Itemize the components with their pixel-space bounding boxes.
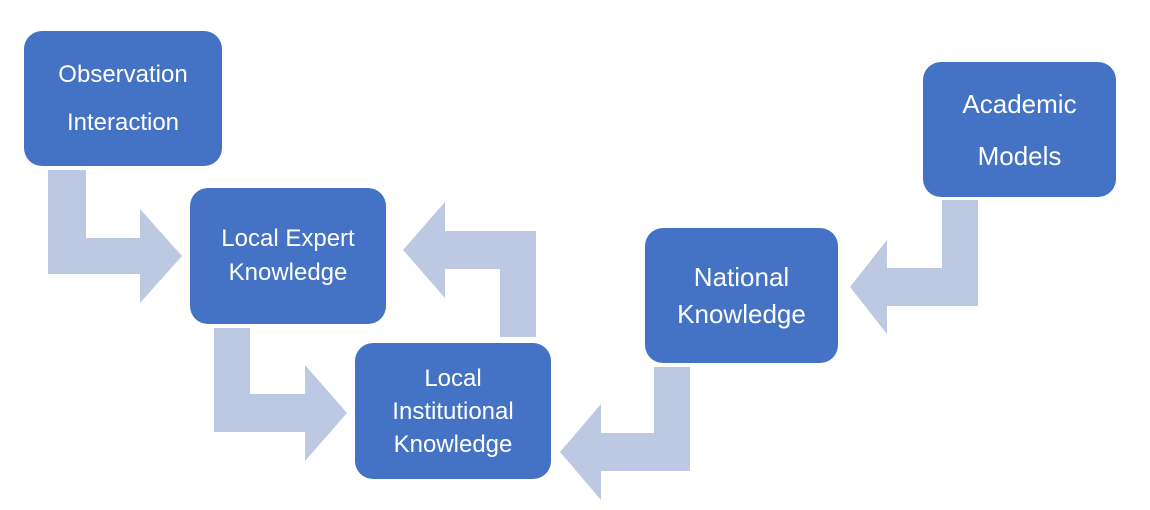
node-observation-interaction: Observation Interaction [24, 31, 222, 166]
node-local-institutional-knowledge: Local Institutional Knowledge [355, 343, 551, 479]
node-label-line: Models [977, 140, 1062, 171]
node-label-line: Interaction [66, 108, 180, 136]
node-local-expert-knowledge: Local Expert Knowledge [190, 188, 386, 324]
arrow-institutional-to-local-expert [403, 202, 536, 337]
node-label-line: Knowledge [228, 259, 348, 286]
node-label-line: Academic [962, 88, 1077, 119]
node-label-line: Institutional [392, 397, 514, 425]
node-label-line: Observation [58, 60, 188, 88]
node-label-line: Knowledge [393, 430, 513, 458]
arrow-local-expert-to-institutional [214, 328, 347, 461]
node-label-line: National [693, 261, 790, 292]
node-national-knowledge: National Knowledge [645, 228, 838, 363]
arrow-national-to-institutional [560, 367, 690, 500]
node-label-line: Local Expert [221, 225, 355, 252]
node-label-line: Knowledge [677, 298, 806, 329]
node-label-line: Local [424, 364, 482, 392]
node-academic-models: Academic Models [923, 62, 1116, 197]
arrow-academic-to-national [850, 200, 978, 334]
arrow-observation-to-local-expert [48, 170, 182, 303]
